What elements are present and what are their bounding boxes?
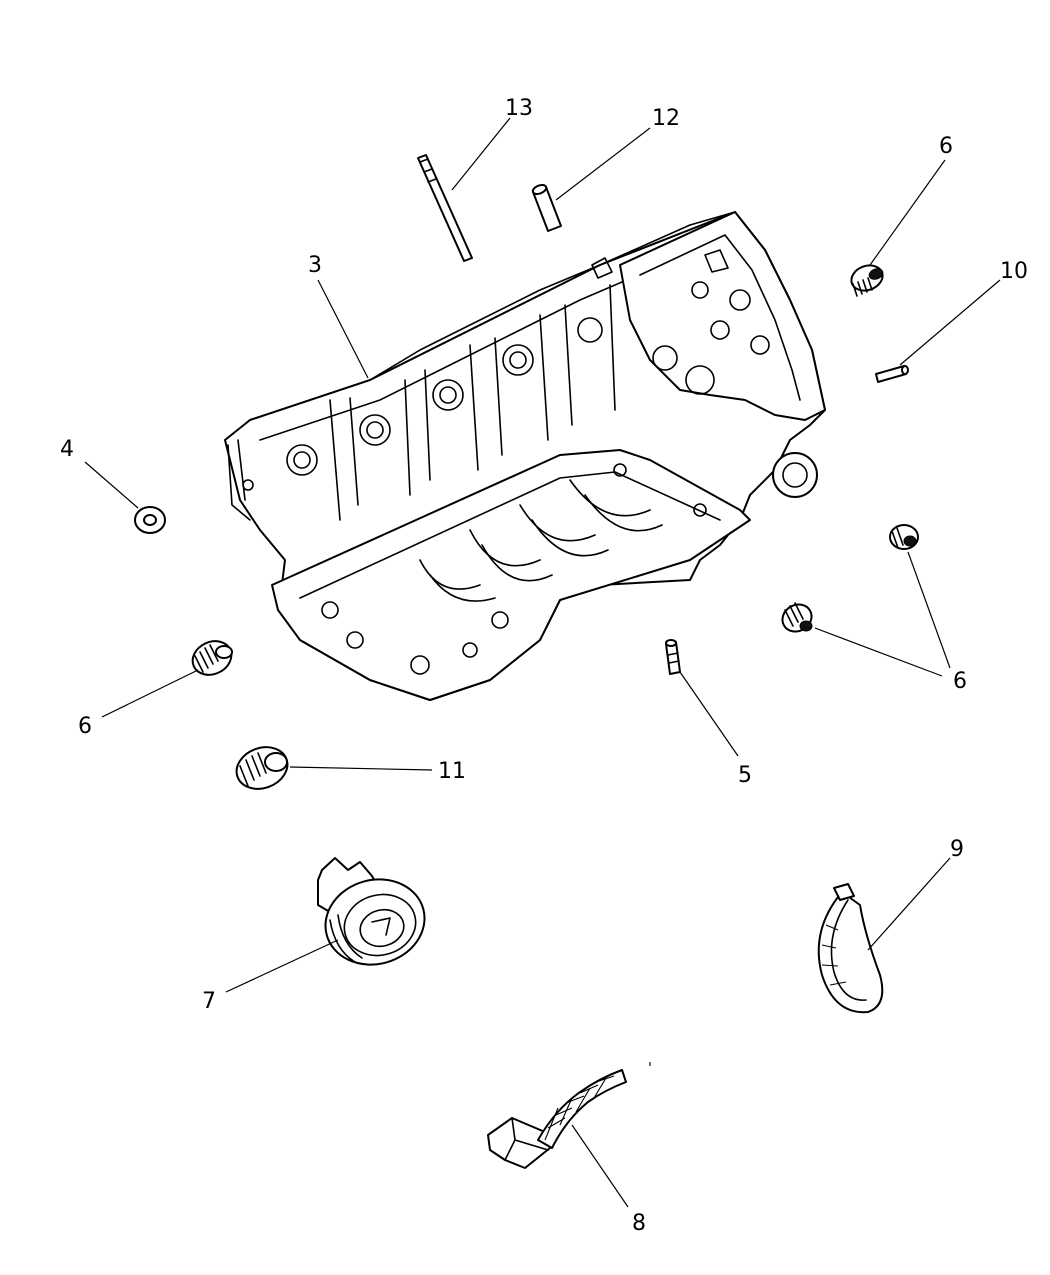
wiring-connector [487, 1069, 627, 1169]
callout-3: 3 [308, 253, 322, 278]
callout-8: 8 [632, 1211, 646, 1236]
callout-labels: 13 12 6 10 3 4 6 6 11 5 9 7 8 [60, 96, 1028, 1236]
washer [134, 506, 166, 534]
callout-12: 12 [652, 106, 680, 131]
callout-4: 4 [60, 437, 74, 462]
callout-11: 11 [438, 759, 466, 784]
plug-top [850, 264, 884, 297]
plug-right-lower [781, 602, 813, 633]
callout-7: 7 [202, 989, 216, 1014]
callout-5: 5 [738, 763, 752, 788]
dipstick-tube-stud [417, 154, 473, 262]
plug-right-upper [889, 524, 919, 550]
engine-block [224, 211, 826, 701]
plug-left [191, 640, 233, 676]
callout-10: 10 [1000, 259, 1028, 284]
leader-lines [84, 117, 1001, 1208]
callout-9: 9 [950, 837, 964, 862]
callout-6-right: 6 [953, 669, 967, 694]
pin-10 [875, 365, 909, 383]
pulley-assembly [317, 857, 426, 966]
callout-6-left: 6 [78, 714, 92, 739]
callout-13: 13 [505, 96, 533, 121]
callout-6-top: 6 [939, 134, 953, 159]
dowel-sleeve [531, 183, 562, 232]
expansion-plug [235, 746, 289, 790]
strap [817, 883, 884, 1014]
stud-5 [665, 639, 681, 675]
